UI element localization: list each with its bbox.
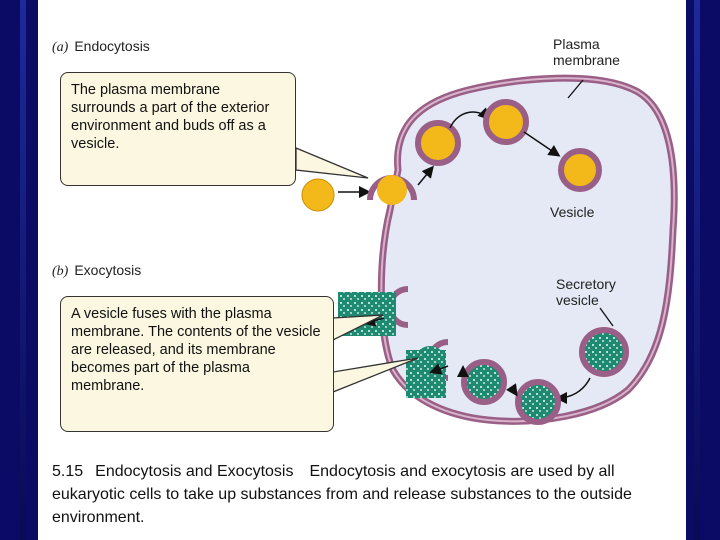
release-arrow bbox=[429, 363, 449, 375]
cell-diagram bbox=[295, 74, 678, 425]
exocytosis-arrow bbox=[555, 377, 591, 404]
endocytosis-heading: (a) Endocytosis bbox=[52, 38, 150, 56]
docking-vesicle bbox=[461, 359, 507, 405]
endocytosis-arrow bbox=[523, 131, 561, 157]
background-stripe bbox=[694, 0, 700, 540]
plasma-membrane-label: Plasma membrane bbox=[553, 36, 620, 68]
panel-letter: (b) bbox=[52, 264, 69, 279]
exterior-particle bbox=[301, 178, 335, 212]
cargo-being-engulfed bbox=[377, 175, 407, 205]
panel-title: Endocytosis bbox=[74, 38, 150, 54]
background-stripe bbox=[20, 0, 26, 540]
secretory-vesicle-label: Secretory vesicle bbox=[556, 276, 616, 308]
panel-title: Exocytosis bbox=[74, 262, 142, 278]
approaching-vesicle bbox=[515, 379, 561, 425]
endocytosis-callout: The plasma membrane surrounds a part of … bbox=[60, 72, 296, 186]
caption-heading: Endocytosis and Exocytosis bbox=[95, 463, 294, 480]
figure-number: 5.15 bbox=[52, 463, 84, 480]
callout-a-pointer bbox=[295, 147, 369, 179]
panel-letter: (a) bbox=[52, 40, 69, 55]
exocytosis-arrow bbox=[506, 383, 518, 397]
secretory-vesicle bbox=[579, 327, 629, 377]
exocytosis-callout: A vesicle fuses with the plasma membrane… bbox=[60, 296, 334, 432]
forming-vesicle bbox=[415, 120, 461, 166]
released-contents bbox=[406, 350, 446, 398]
caption-text: Endocytosis and exocytosis are used by a… bbox=[52, 463, 632, 526]
internal-vesicle bbox=[558, 148, 602, 192]
membrane-leader-line bbox=[567, 79, 584, 99]
figure-slide: (a) Endocytosis The plasma membrane surro… bbox=[38, 0, 686, 540]
exocytosis-heading: (b) Exocytosis bbox=[52, 262, 141, 280]
endocytosis-arrow bbox=[417, 165, 434, 186]
secretory-leader-line bbox=[599, 307, 614, 327]
pinching-vesicle bbox=[483, 99, 529, 145]
vesicle-label: Vesicle bbox=[550, 204, 595, 220]
